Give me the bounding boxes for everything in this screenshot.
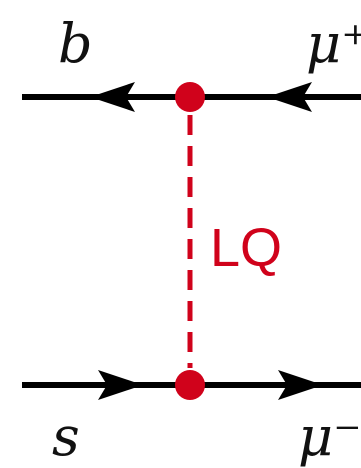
top-right-particle-label: μ⁺ [306,12,361,75]
bottom-right-arrow [278,370,323,400]
top-vertex [175,82,205,112]
top-right-arrow [267,82,312,112]
bottom-left-particle-label: s [52,405,80,468]
bottom-vertex [175,370,205,400]
top-left-particle-label: b [58,12,93,75]
leptoquark-label: LQ [210,218,282,278]
top-left-arrow [90,82,135,112]
bottom-right-particle-label: μ⁻ [298,405,361,468]
bottom-left-arrow [98,370,143,400]
